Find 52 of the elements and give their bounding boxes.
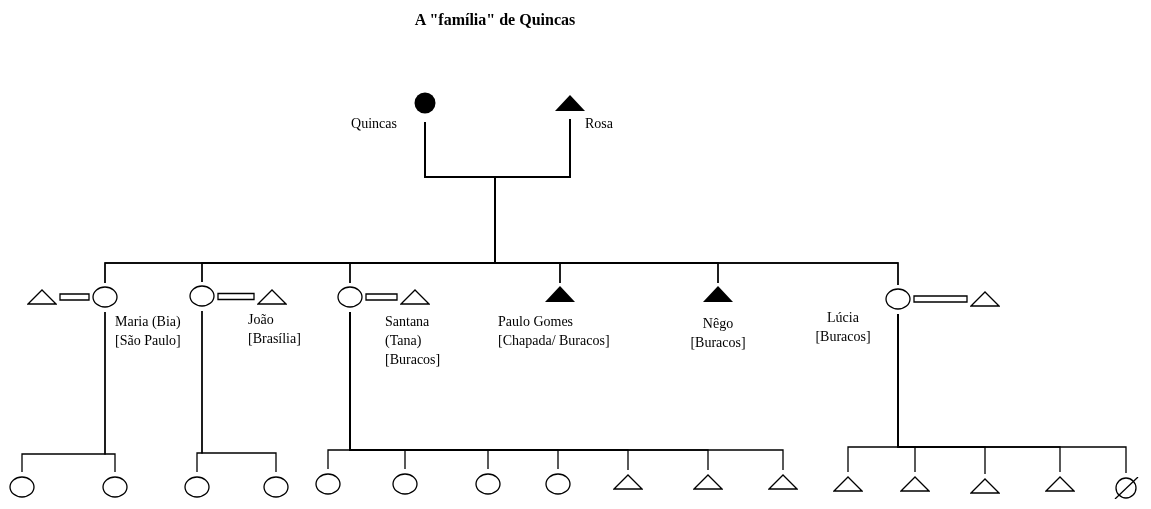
marriage-sign <box>365 293 398 301</box>
person-name: Santana (Tana) <box>385 313 431 350</box>
circle-symbol <box>189 285 215 307</box>
triangle-symbol <box>400 289 430 305</box>
descent-line <box>201 310 277 473</box>
circle-symbol <box>184 476 210 498</box>
circle-symbol <box>92 286 118 308</box>
circle-symbol <box>475 473 501 495</box>
marriage-sign <box>217 292 255 301</box>
descent-line <box>349 311 784 471</box>
triangle-symbol <box>613 474 643 490</box>
circle-symbol <box>885 288 911 310</box>
place-name: [São Paulo] <box>115 332 182 350</box>
place-name: [Buracos] <box>689 334 747 352</box>
circle-symbol <box>392 473 418 495</box>
descent-line <box>494 118 899 286</box>
filled-circle-symbol <box>414 92 436 114</box>
place-name: [Buracos] <box>385 351 442 369</box>
triangle-symbol <box>833 476 863 492</box>
circle-symbol <box>102 476 128 498</box>
triangle-symbol <box>257 289 287 305</box>
place-name: [Buracos] <box>814 328 872 346</box>
person-name: Quincas <box>350 115 397 133</box>
filled-triangle-symbol <box>545 286 575 302</box>
descent-line <box>104 311 116 473</box>
circle-symbol <box>545 473 571 495</box>
triangle-symbol <box>1045 476 1075 492</box>
crossed-circle-symbol <box>1113 477 1139 499</box>
person-name: João <box>248 311 275 329</box>
circle-symbol <box>9 476 35 498</box>
place-name: [Brasília] <box>248 330 302 348</box>
triangle-symbol <box>970 291 1000 307</box>
triangle-symbol <box>900 476 930 492</box>
person-name: Maria (Bia) <box>115 313 182 331</box>
marriage-sign <box>913 295 968 303</box>
circle-symbol <box>337 286 363 308</box>
descent-line <box>897 313 1127 474</box>
place-name: [Chapada/ Buracos] <box>498 332 611 350</box>
person-name: Nêgo <box>701 315 735 333</box>
diagram-title: A "família" de Quincas <box>413 10 577 30</box>
triangle-symbol <box>693 474 723 490</box>
triangle-symbol <box>768 474 798 490</box>
filled-triangle-symbol <box>703 286 733 302</box>
person-name: Paulo Gomes <box>498 313 575 331</box>
triangle-symbol <box>970 478 1000 494</box>
circle-symbol <box>315 473 341 495</box>
triangle-symbol <box>27 289 57 305</box>
filled-triangle-symbol <box>555 95 585 111</box>
person-name: Rosa <box>585 115 614 133</box>
circle-symbol <box>263 476 289 498</box>
person-name: Lúcia <box>826 309 860 327</box>
marriage-sign <box>59 293 90 301</box>
